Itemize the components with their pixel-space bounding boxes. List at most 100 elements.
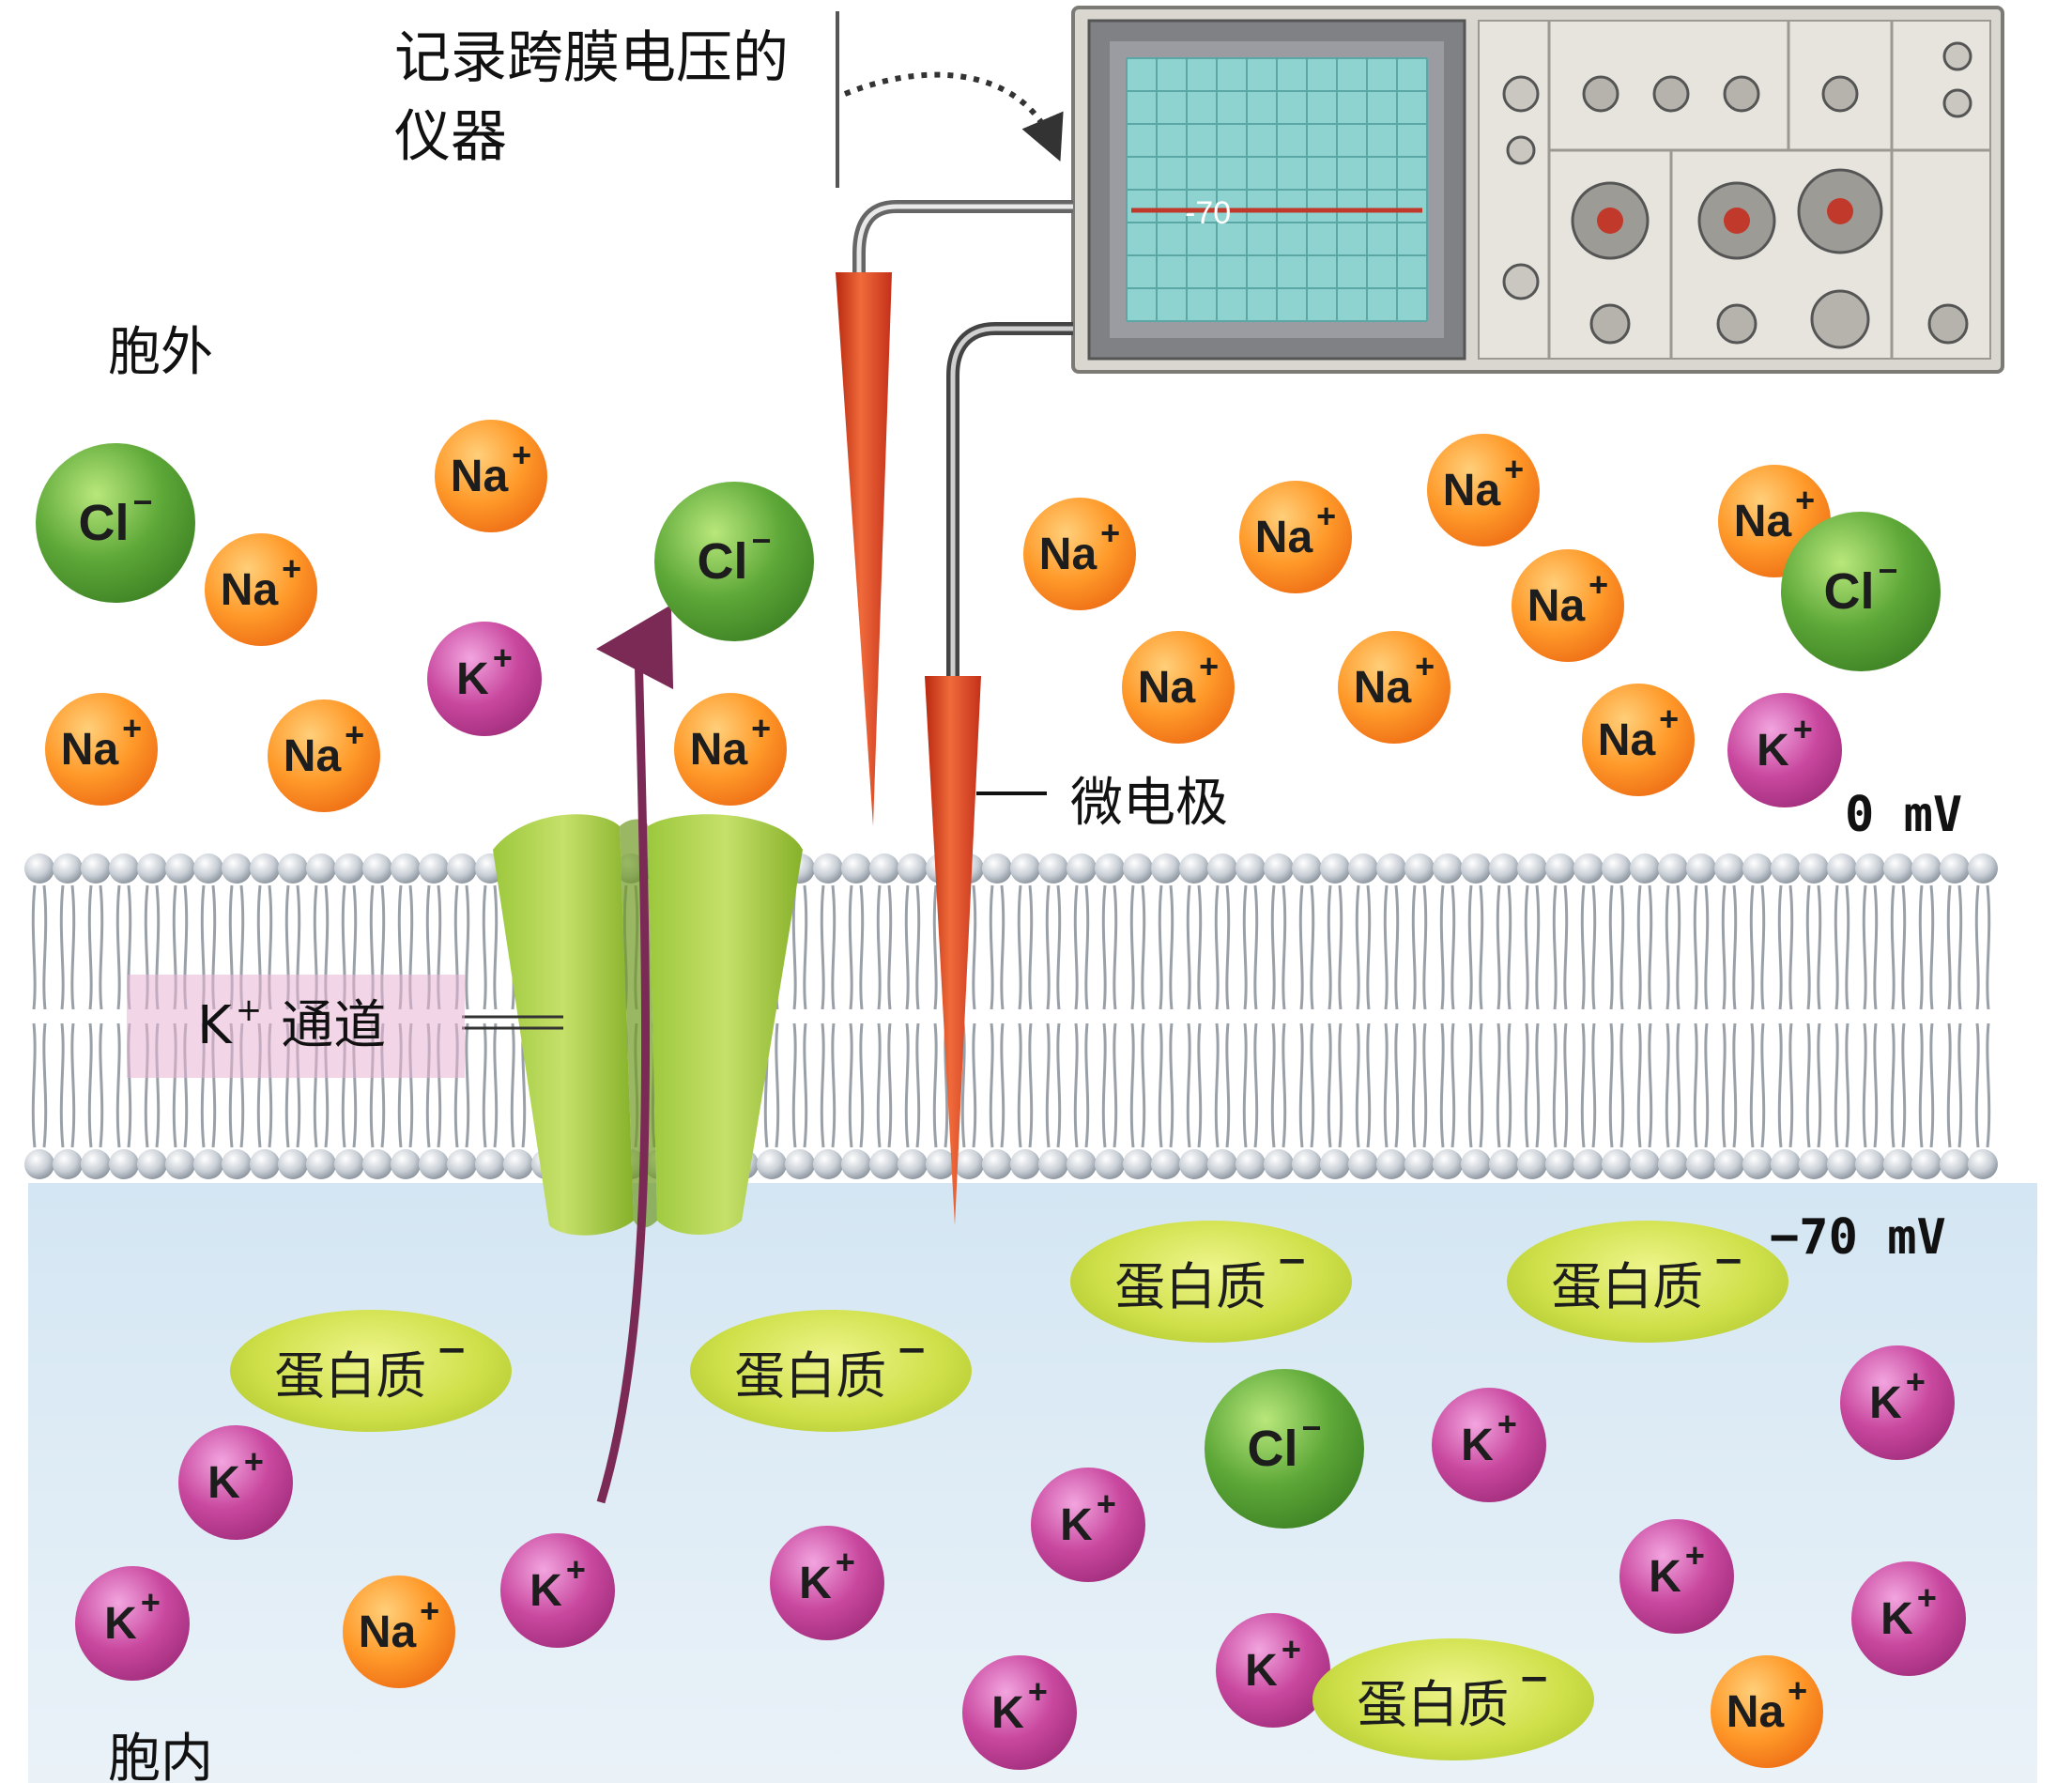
phospholipid-head [841, 853, 871, 884]
phospholipid-head [109, 853, 139, 884]
scope-knob [1652, 75, 1690, 113]
protein-charge: − [1518, 1657, 1550, 1700]
phospholipid-head [869, 853, 899, 884]
ion-symbol: Na [1442, 465, 1501, 515]
phospholipid-head [926, 1149, 956, 1179]
ion-symbol: K [530, 1565, 562, 1616]
ion-symbol: K [104, 1598, 137, 1649]
potassium-ion: K+ [427, 622, 542, 736]
ion-symbol: Cl [1247, 1421, 1298, 1477]
sodium-ion: Na+ [674, 693, 787, 806]
phospholipid-head [1179, 853, 1209, 884]
ion-charge: − [751, 521, 772, 560]
phospholipid-head [1207, 853, 1237, 884]
phospholipid-head [1630, 853, 1660, 884]
phospholipid-head [1827, 1149, 1857, 1179]
phospholipid-head [982, 1149, 1012, 1179]
phospholipid-head [503, 1149, 533, 1179]
ion-symbol: K [1245, 1645, 1278, 1696]
phospholipid-head [1883, 853, 1913, 884]
protein-anion: 蛋白质− [230, 1310, 512, 1432]
ion-symbol: Na [1353, 662, 1412, 713]
ion-charge: + [492, 638, 513, 677]
phospholipid-head [306, 1149, 336, 1179]
electrode-wire-1 [852, 200, 1073, 282]
potassium-ion: K+ [1851, 1561, 1966, 1676]
sodium-ion: Na+ [1122, 631, 1235, 744]
ion-symbol: K [207, 1457, 240, 1508]
phospholipid-head [193, 853, 223, 884]
ion-symbol: K [1869, 1377, 1902, 1428]
ion-charge: + [1504, 450, 1525, 488]
phospholipid-head [1151, 1149, 1181, 1179]
phospholipid-head [81, 853, 111, 884]
protein-anion: 蛋白质− [1312, 1638, 1594, 1760]
ion-charge: − [132, 483, 153, 521]
phospholipid-head [1010, 1149, 1040, 1179]
channel-word: 通道 [281, 995, 387, 1056]
ion-charge: + [512, 436, 532, 474]
phospholipid-head [1911, 853, 1942, 884]
outside-potential-label: 0 mV [1845, 787, 1963, 843]
phospholipid-head [1545, 1149, 1575, 1179]
microelectrode-label: 微电极 [1070, 773, 1228, 834]
chloride-ion: Cl− [654, 482, 814, 641]
phospholipid-head [1067, 1149, 1097, 1179]
instrument-caption: 记录跨膜电压的 仪器 [394, 19, 789, 177]
chloride-ion: Cl− [1205, 1369, 1364, 1529]
sodium-ion: Na+ [1711, 1655, 1823, 1768]
phospholipid-head [898, 853, 928, 884]
phospholipid-head [137, 853, 167, 884]
phospholipid-head [1264, 853, 1294, 884]
sodium-ion: Na+ [1023, 498, 1136, 610]
scope-knob [1716, 303, 1757, 345]
oscilloscope: -70 [1071, 6, 2004, 374]
extracellular-label: 胞外 [108, 322, 213, 383]
potassium-ion: K+ [500, 1533, 615, 1648]
phospholipid-head [1376, 853, 1406, 884]
ion-symbol: Cl [697, 533, 748, 590]
electrode-wire-1-core [856, 204, 1073, 282]
phospholipid-head [222, 1149, 252, 1179]
ion-charge: + [1281, 1630, 1301, 1668]
phospholipid-head [1292, 853, 1322, 884]
ion-symbol: K [1757, 725, 1789, 776]
phospholipid-head [1742, 1149, 1773, 1179]
phospholipid-head [1264, 1149, 1294, 1179]
phospholipid-head [165, 853, 195, 884]
phospholipid-head [1714, 853, 1744, 884]
ion-symbol: K [1880, 1593, 1913, 1644]
phospholipid-head [419, 1149, 449, 1179]
inside-potential-label: −70 mV [1770, 1209, 1946, 1266]
phospholipid-head [841, 1149, 871, 1179]
protein-label: 蛋白质 [1551, 1256, 1704, 1316]
ion-symbol: Na [689, 724, 748, 775]
sodium-ion: Na+ [1427, 434, 1540, 546]
ion-symbol: K [456, 653, 489, 704]
phospholipid-head [1771, 853, 1801, 884]
phospholipid-head [1940, 1149, 1970, 1179]
phospholipid-head [898, 1149, 928, 1179]
scope-knob [1582, 75, 1619, 113]
sodium-ion: Na+ [1338, 631, 1450, 744]
phospholipid-head [1236, 1149, 1266, 1179]
ion-charge: + [1316, 497, 1337, 535]
phospholipid-head [982, 853, 1012, 884]
phospholipid-head [1433, 853, 1463, 884]
phospholipid-head [1123, 853, 1153, 884]
channel-ion-symbol: K [197, 995, 232, 1056]
phospholipid-head [334, 1149, 364, 1179]
scope-knob [1942, 88, 1972, 118]
channel-label-pointer [462, 1015, 563, 1030]
ion-charge: − [1301, 1408, 1322, 1447]
phospholipid-head [1038, 853, 1068, 884]
phospholipid-head [1348, 853, 1378, 884]
phospholipid-head [1292, 1149, 1322, 1179]
phospholipid-head [1348, 1149, 1378, 1179]
potassium-ion: K+ [1727, 693, 1842, 807]
phospholipid-head [137, 1149, 167, 1179]
phospholipid-head [1686, 1149, 1716, 1179]
ion-charge: + [1199, 647, 1220, 685]
sodium-ion: Na+ [435, 420, 547, 532]
ion-charge: − [1878, 551, 1898, 590]
